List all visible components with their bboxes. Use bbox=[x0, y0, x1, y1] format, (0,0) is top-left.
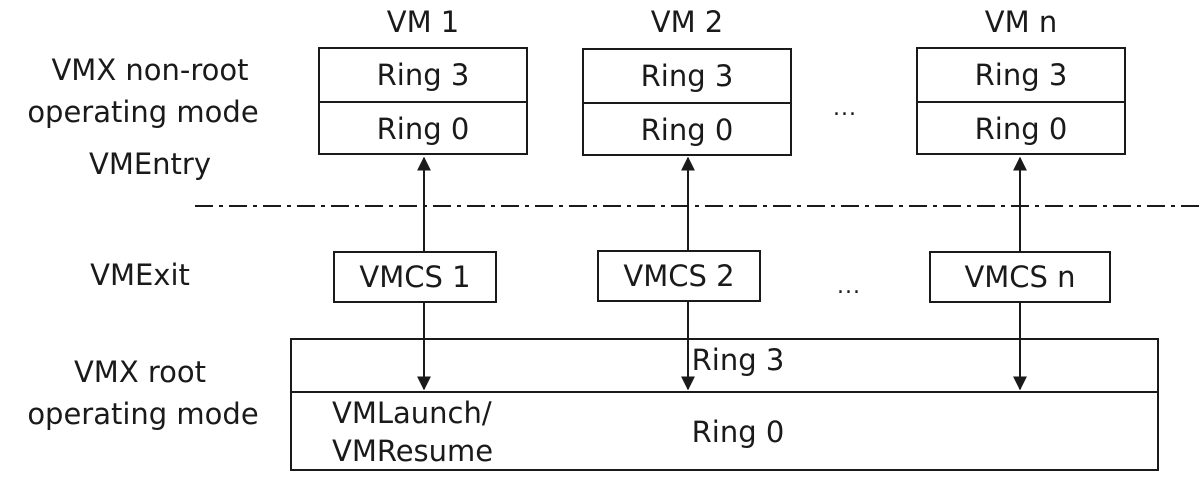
vm2-title: VM 2 bbox=[650, 5, 724, 39]
vmx-nonroot-label-line1: VMX non-root bbox=[51, 53, 249, 87]
vm1-box: Ring 3 Ring 0 bbox=[318, 47, 528, 155]
host-box bbox=[290, 338, 1159, 471]
vmlaunch-label-line1: VMLaunch/ bbox=[332, 396, 492, 430]
vm2-box: Ring 3 Ring 0 bbox=[582, 48, 792, 156]
vmcs2-label: VMCS 2 bbox=[623, 259, 735, 293]
host-ring3: Ring 3 bbox=[691, 343, 785, 377]
vm1-title: VM 1 bbox=[386, 5, 460, 39]
vmx-root-label-line1: VMX root bbox=[73, 355, 207, 389]
vmcs2-box: VMCS 2 bbox=[597, 250, 761, 302]
vmn-ring-divider bbox=[918, 101, 1124, 103]
vm1-ring3: Ring 3 bbox=[376, 58, 470, 92]
vm2-ring0: Ring 0 bbox=[640, 113, 734, 147]
vm1-ring0: Ring 0 bbox=[376, 112, 470, 146]
vmx-nonroot-label-line2: operating mode bbox=[27, 95, 259, 129]
vmcsn-label: VMCS n bbox=[964, 260, 1076, 294]
vmcs1-box: VMCS 1 bbox=[333, 251, 497, 303]
vm-ellipsis: ... bbox=[833, 96, 857, 121]
vmexit-label: VMExit bbox=[90, 258, 190, 292]
vmentry-label: VMEntry bbox=[88, 147, 212, 181]
vmn-ring3: Ring 3 bbox=[974, 58, 1068, 92]
vmcs1-label: VMCS 1 bbox=[359, 260, 471, 294]
host-ring0: Ring 0 bbox=[691, 415, 785, 449]
vmlaunch-label-line2: VMResume bbox=[332, 434, 494, 468]
vm1-ring-divider bbox=[320, 101, 526, 103]
vmn-title: VM n bbox=[984, 5, 1058, 39]
vmx-root-label-line2: operating mode bbox=[27, 397, 259, 431]
vm2-ring-divider bbox=[584, 102, 790, 104]
vmcsn-box: VMCS n bbox=[929, 251, 1111, 303]
vmcs-ellipsis: ... bbox=[837, 274, 861, 299]
vm2-ring3: Ring 3 bbox=[640, 59, 734, 93]
vmn-box: Ring 3 Ring 0 bbox=[916, 47, 1126, 155]
host-ring-divider bbox=[292, 391, 1157, 393]
vmn-ring0: Ring 0 bbox=[974, 112, 1068, 146]
